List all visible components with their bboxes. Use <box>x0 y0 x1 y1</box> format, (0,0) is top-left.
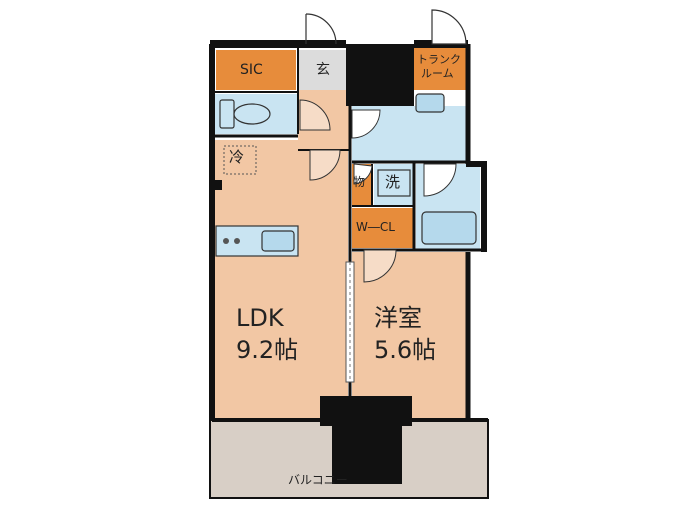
ldk-name: LDK <box>236 304 284 332</box>
fridge-label: 冷 <box>229 148 245 166</box>
washer-icon <box>377 169 411 197</box>
wcl-label: W―CL <box>356 220 395 234</box>
pipe-shaft <box>346 44 414 106</box>
ldk-size: 9.2帖 <box>236 336 299 364</box>
trunk-room <box>414 48 466 90</box>
wcl-closet <box>352 208 414 248</box>
entrance-label: 玄 <box>316 62 330 78</box>
trunk-room-label-2: ルーム <box>421 67 454 80</box>
western-size: 5.6帖 <box>374 336 437 364</box>
ldk-room <box>214 140 348 418</box>
washbasin-icon <box>415 93 445 113</box>
door-swing-icon <box>431 9 467 45</box>
door-swing-icon <box>305 13 337 45</box>
pillar-balcony <box>332 424 402 484</box>
fridge-icon <box>223 145 257 175</box>
stove-icon <box>223 238 240 244</box>
trunk-room-label-1: トランク <box>417 53 461 66</box>
bathtub-icon <box>421 211 477 245</box>
sic-closet <box>216 50 296 90</box>
storage-label: 物 <box>353 175 366 189</box>
door-swing-icon <box>299 99 457 283</box>
sic-label: SIC <box>240 62 263 78</box>
sliding-door-icon <box>345 261 355 383</box>
wall-notch <box>214 180 222 190</box>
sink-icon <box>261 230 295 252</box>
kitchen-counter <box>215 225 299 257</box>
western-name: 洋室 <box>374 304 422 332</box>
entrance-area <box>298 50 346 90</box>
washer-label: 洗 <box>385 173 401 191</box>
balcony-label: バルコニー <box>288 473 348 487</box>
toilet-icon <box>219 99 271 129</box>
